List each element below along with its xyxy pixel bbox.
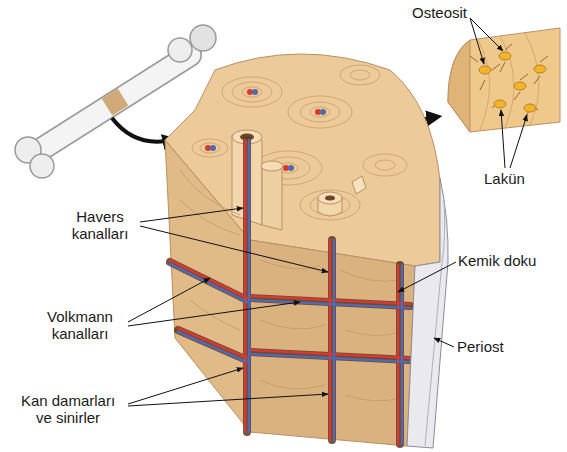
periosteum-part: [407, 178, 448, 448]
blood-vessels-part: [170, 140, 410, 444]
leader-line-part: [128, 394, 328, 406]
part-label: Osteosit: [412, 4, 482, 21]
leader-line-part: [501, 110, 505, 168]
part-label: Kan damarları ve sinirler: [12, 392, 124, 426]
leader-line-part: [128, 368, 243, 404]
blood-vessels-part-part: [329, 240, 332, 440]
bone-block: [165, 54, 440, 446]
periosteum: [407, 178, 448, 448]
osteon-cutout-part: [261, 161, 283, 171]
blood-vessels-part-part: [328, 240, 336, 440]
lamellae-part: [190, 300, 240, 330]
blood-vessels-part-part: [243, 140, 251, 432]
osteon-rings-part: [288, 96, 352, 128]
lamellae-part: [345, 395, 400, 401]
blood-vessels-part: [170, 140, 410, 444]
canal-openings-part: [252, 89, 258, 95]
blood-vessels-part-part: [333, 240, 336, 440]
osteon-cutout-part: [325, 196, 335, 201]
blood-vessels-part-part: [178, 332, 247, 362]
blood-vessels-part-part: [248, 140, 251, 432]
blood-vessels-part-part: [178, 330, 247, 360]
osteon-rings-part: [232, 82, 272, 102]
pointer-arrow-part: [112, 118, 172, 142]
osteon-rings-part: [310, 195, 350, 215]
femur-drawing-part: [190, 25, 216, 51]
femur-drawing-part: [30, 154, 54, 178]
femur-drawing-part: [107, 97, 123, 107]
blood-vessels-part-part: [396, 265, 404, 444]
osteon-rings-part: [310, 107, 330, 117]
osteon-rings-part: [363, 154, 407, 176]
osteocyte-inset: [448, 28, 560, 132]
osteocyte-inset-part-part: [479, 66, 491, 74]
osteon-rings-part: [222, 77, 282, 107]
blood-vessels-part-part: [250, 300, 410, 308]
osteocyte-inset-part: [448, 40, 470, 132]
osteon-cutout-part: [262, 165, 282, 230]
leader-line-part: [398, 262, 456, 292]
leader-line-part: [510, 115, 527, 168]
osteon-rings-part: [192, 139, 228, 157]
part-label: Volkmann kanalları: [30, 308, 130, 342]
osteocyte-inset-part-part: [514, 82, 526, 90]
osteon-cutout-part: [352, 176, 366, 194]
femur-drawing-part: [40, 55, 190, 150]
leader-line-part: [434, 338, 454, 347]
bone-block-part: [250, 240, 415, 446]
femur-drawing-part: [168, 38, 192, 62]
lamellae-part: [345, 330, 400, 336]
blood-vessels: [170, 140, 410, 444]
osteocyte-inset-part: [479, 52, 546, 112]
blood-vessels-part-part: [401, 265, 404, 444]
blood-vessels-part-part: [250, 354, 410, 362]
osteocyte-inset-part-part: [534, 65, 546, 73]
canal-openings-part: [320, 109, 326, 115]
leader-line-part: [470, 18, 503, 51]
canal-openings-part: [210, 145, 216, 151]
part-label: Havers kanalları: [60, 208, 140, 242]
lamellae-part: [260, 380, 325, 389]
osteocyte-inset-part-part: [478, 40, 490, 130]
leader-line-part: [140, 208, 243, 222]
osteon-rings-part: [300, 102, 340, 122]
osteon-rings-part: [242, 87, 262, 97]
osteocyte-inset-part-part: [525, 33, 539, 125]
blood-vessels-part-part: [170, 264, 247, 302]
osteocyte-inset-part: [448, 28, 560, 132]
leader-line-part: [128, 278, 210, 322]
lamellae-part: [340, 270, 400, 281]
lamellae-part: [180, 200, 240, 235]
osteon-cutout: [232, 130, 366, 230]
part-label: Lakün: [484, 170, 544, 187]
part-label: Kemik doku: [458, 252, 563, 269]
osteocyte-inset-part-part: [499, 52, 511, 60]
canal-openings: [205, 89, 326, 171]
lamellae-part: [260, 320, 325, 329]
osteon-rings-part: [340, 65, 380, 85]
femur-drawing-part: [40, 55, 190, 150]
leader-line-part: [140, 226, 328, 272]
osteon-rings-part: [300, 190, 360, 220]
osteocyte-inset-part-part: [524, 104, 536, 112]
blood-vessels-part-part: [244, 140, 247, 432]
blood-vessels-part: [170, 140, 410, 444]
part-label: Periost: [457, 338, 547, 355]
blood-vessels-part-part: [170, 262, 247, 300]
osteon-rings: [192, 65, 407, 220]
osteon-rings-part: [350, 70, 370, 80]
femur-drawing-part: [107, 97, 123, 107]
osteocyte-inset-part-part: [494, 100, 506, 108]
blood-vessels-part-part: [178, 328, 247, 358]
leader-line-part: [128, 302, 300, 326]
osteon-rings-part: [200, 143, 220, 153]
canal-openings-part: [288, 165, 294, 171]
periosteum-part: [425, 200, 445, 446]
osteon-cutout-part: [318, 192, 342, 204]
osteon-rings-part: [375, 160, 395, 170]
